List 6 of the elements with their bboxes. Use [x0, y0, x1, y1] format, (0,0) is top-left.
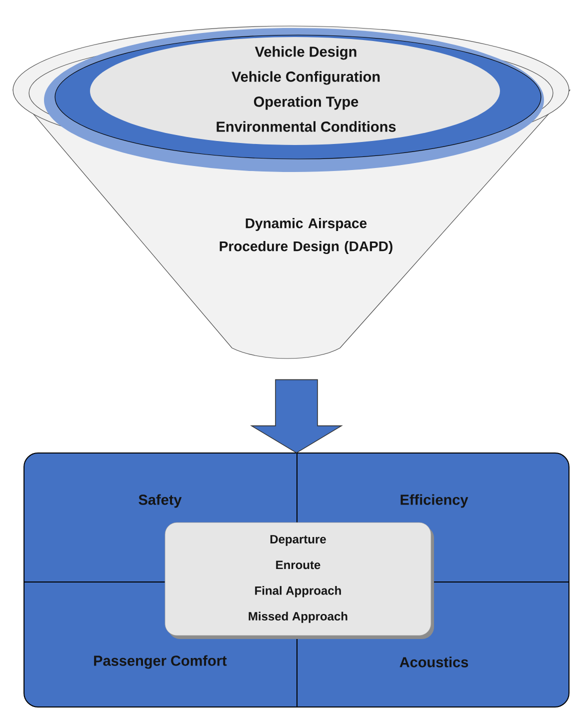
quadrant-label: Safety	[138, 494, 182, 508]
block-arrow	[250, 379, 343, 454]
quadrant-label: Efficiency	[400, 494, 468, 508]
quadrant-label: Acoustics	[400, 656, 468, 668]
phase-card: Departure Enroute Final Approach Missed Approach	[164, 522, 434, 639]
quadrant-label: Passenger Comfort	[94, 655, 227, 669]
